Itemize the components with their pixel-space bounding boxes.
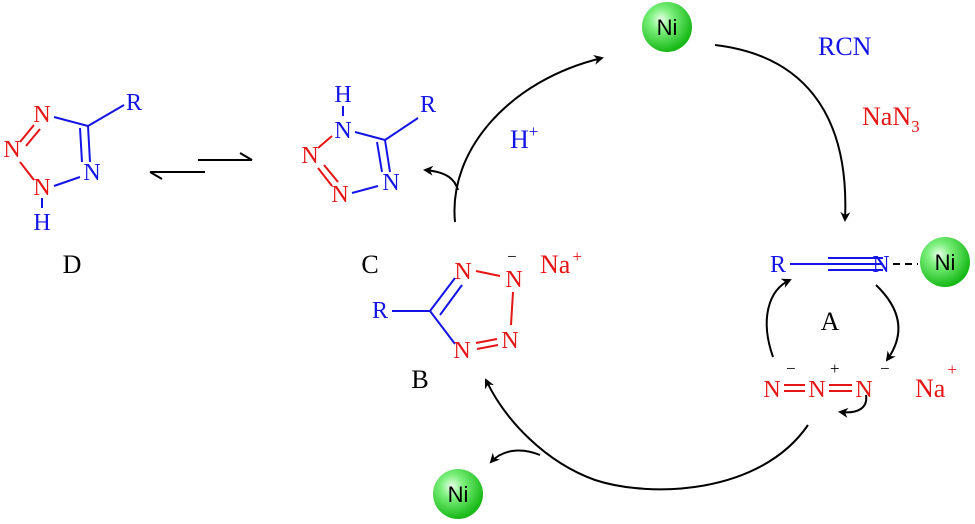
svg-text:N: N xyxy=(83,160,100,186)
tautomer-d: N R N N N H D xyxy=(3,90,142,279)
svg-text:N: N xyxy=(334,118,351,144)
reagent-proton: H+ xyxy=(510,122,538,154)
ni-label: Ni xyxy=(657,15,678,40)
sodium-ion: Na+ xyxy=(915,360,957,403)
svg-text:N: N xyxy=(454,259,471,285)
label-a: A xyxy=(821,307,840,336)
svg-text:N: N xyxy=(3,137,20,163)
arrow-branch-to-ni-bottom xyxy=(489,449,541,464)
svg-text:+: + xyxy=(830,359,840,378)
svg-text:N: N xyxy=(808,377,825,403)
svg-text:−: − xyxy=(507,247,517,266)
arrow-b-to-c xyxy=(423,165,459,191)
svg-text:N: N xyxy=(855,377,872,403)
svg-text:−: − xyxy=(880,359,890,378)
ni-catalyst-top: Ni xyxy=(642,2,692,52)
arrow-azide-curl xyxy=(838,394,868,418)
ni-label: Ni xyxy=(448,482,469,507)
product-c: H N R N N N C xyxy=(301,82,436,279)
svg-text:N: N xyxy=(872,252,889,278)
label-c: C xyxy=(361,250,378,279)
arrow-inner-right xyxy=(875,284,900,362)
ni-label: Ni xyxy=(935,250,956,275)
svg-text:N: N xyxy=(301,143,318,169)
reagent-nan3: NaN3 xyxy=(862,102,920,136)
intermediate-b: R N N N N − Na+ B xyxy=(372,247,582,394)
arrow-ni-to-a xyxy=(714,44,851,222)
equilibrium-arrows xyxy=(149,152,253,180)
svg-text:N: N xyxy=(33,175,50,201)
svg-text:R: R xyxy=(770,252,786,278)
svg-text:N: N xyxy=(501,328,518,354)
arrow-azide-to-b xyxy=(484,378,809,491)
ni-catalyst-right: Ni xyxy=(920,237,970,287)
svg-text:R: R xyxy=(372,298,388,324)
label-b: B xyxy=(411,365,428,394)
arrow-b-to-ni xyxy=(453,55,604,223)
svg-text:N: N xyxy=(763,377,780,403)
svg-text:−: − xyxy=(786,359,796,378)
svg-text:R: R xyxy=(420,92,436,118)
svg-text:N: N xyxy=(505,267,522,293)
ni-catalyst-bottom: Ni xyxy=(433,469,483,519)
arrow-inner-left xyxy=(765,278,792,358)
sodium-ion: Na+ xyxy=(540,247,582,279)
cycle-arrows xyxy=(423,44,900,491)
svg-text:H: H xyxy=(334,82,351,108)
svg-text:N: N xyxy=(453,338,470,364)
svg-text:R: R xyxy=(126,90,142,116)
azide-ion: N N N − + − Na+ xyxy=(763,359,957,403)
label-d: D xyxy=(63,250,82,279)
svg-text:N: N xyxy=(382,170,399,196)
svg-text:H: H xyxy=(33,210,50,236)
svg-text:N: N xyxy=(33,102,50,128)
reagent-rcn: RCN xyxy=(818,32,872,61)
intermediate-a: R N A xyxy=(770,252,918,336)
svg-text:N: N xyxy=(331,182,348,208)
